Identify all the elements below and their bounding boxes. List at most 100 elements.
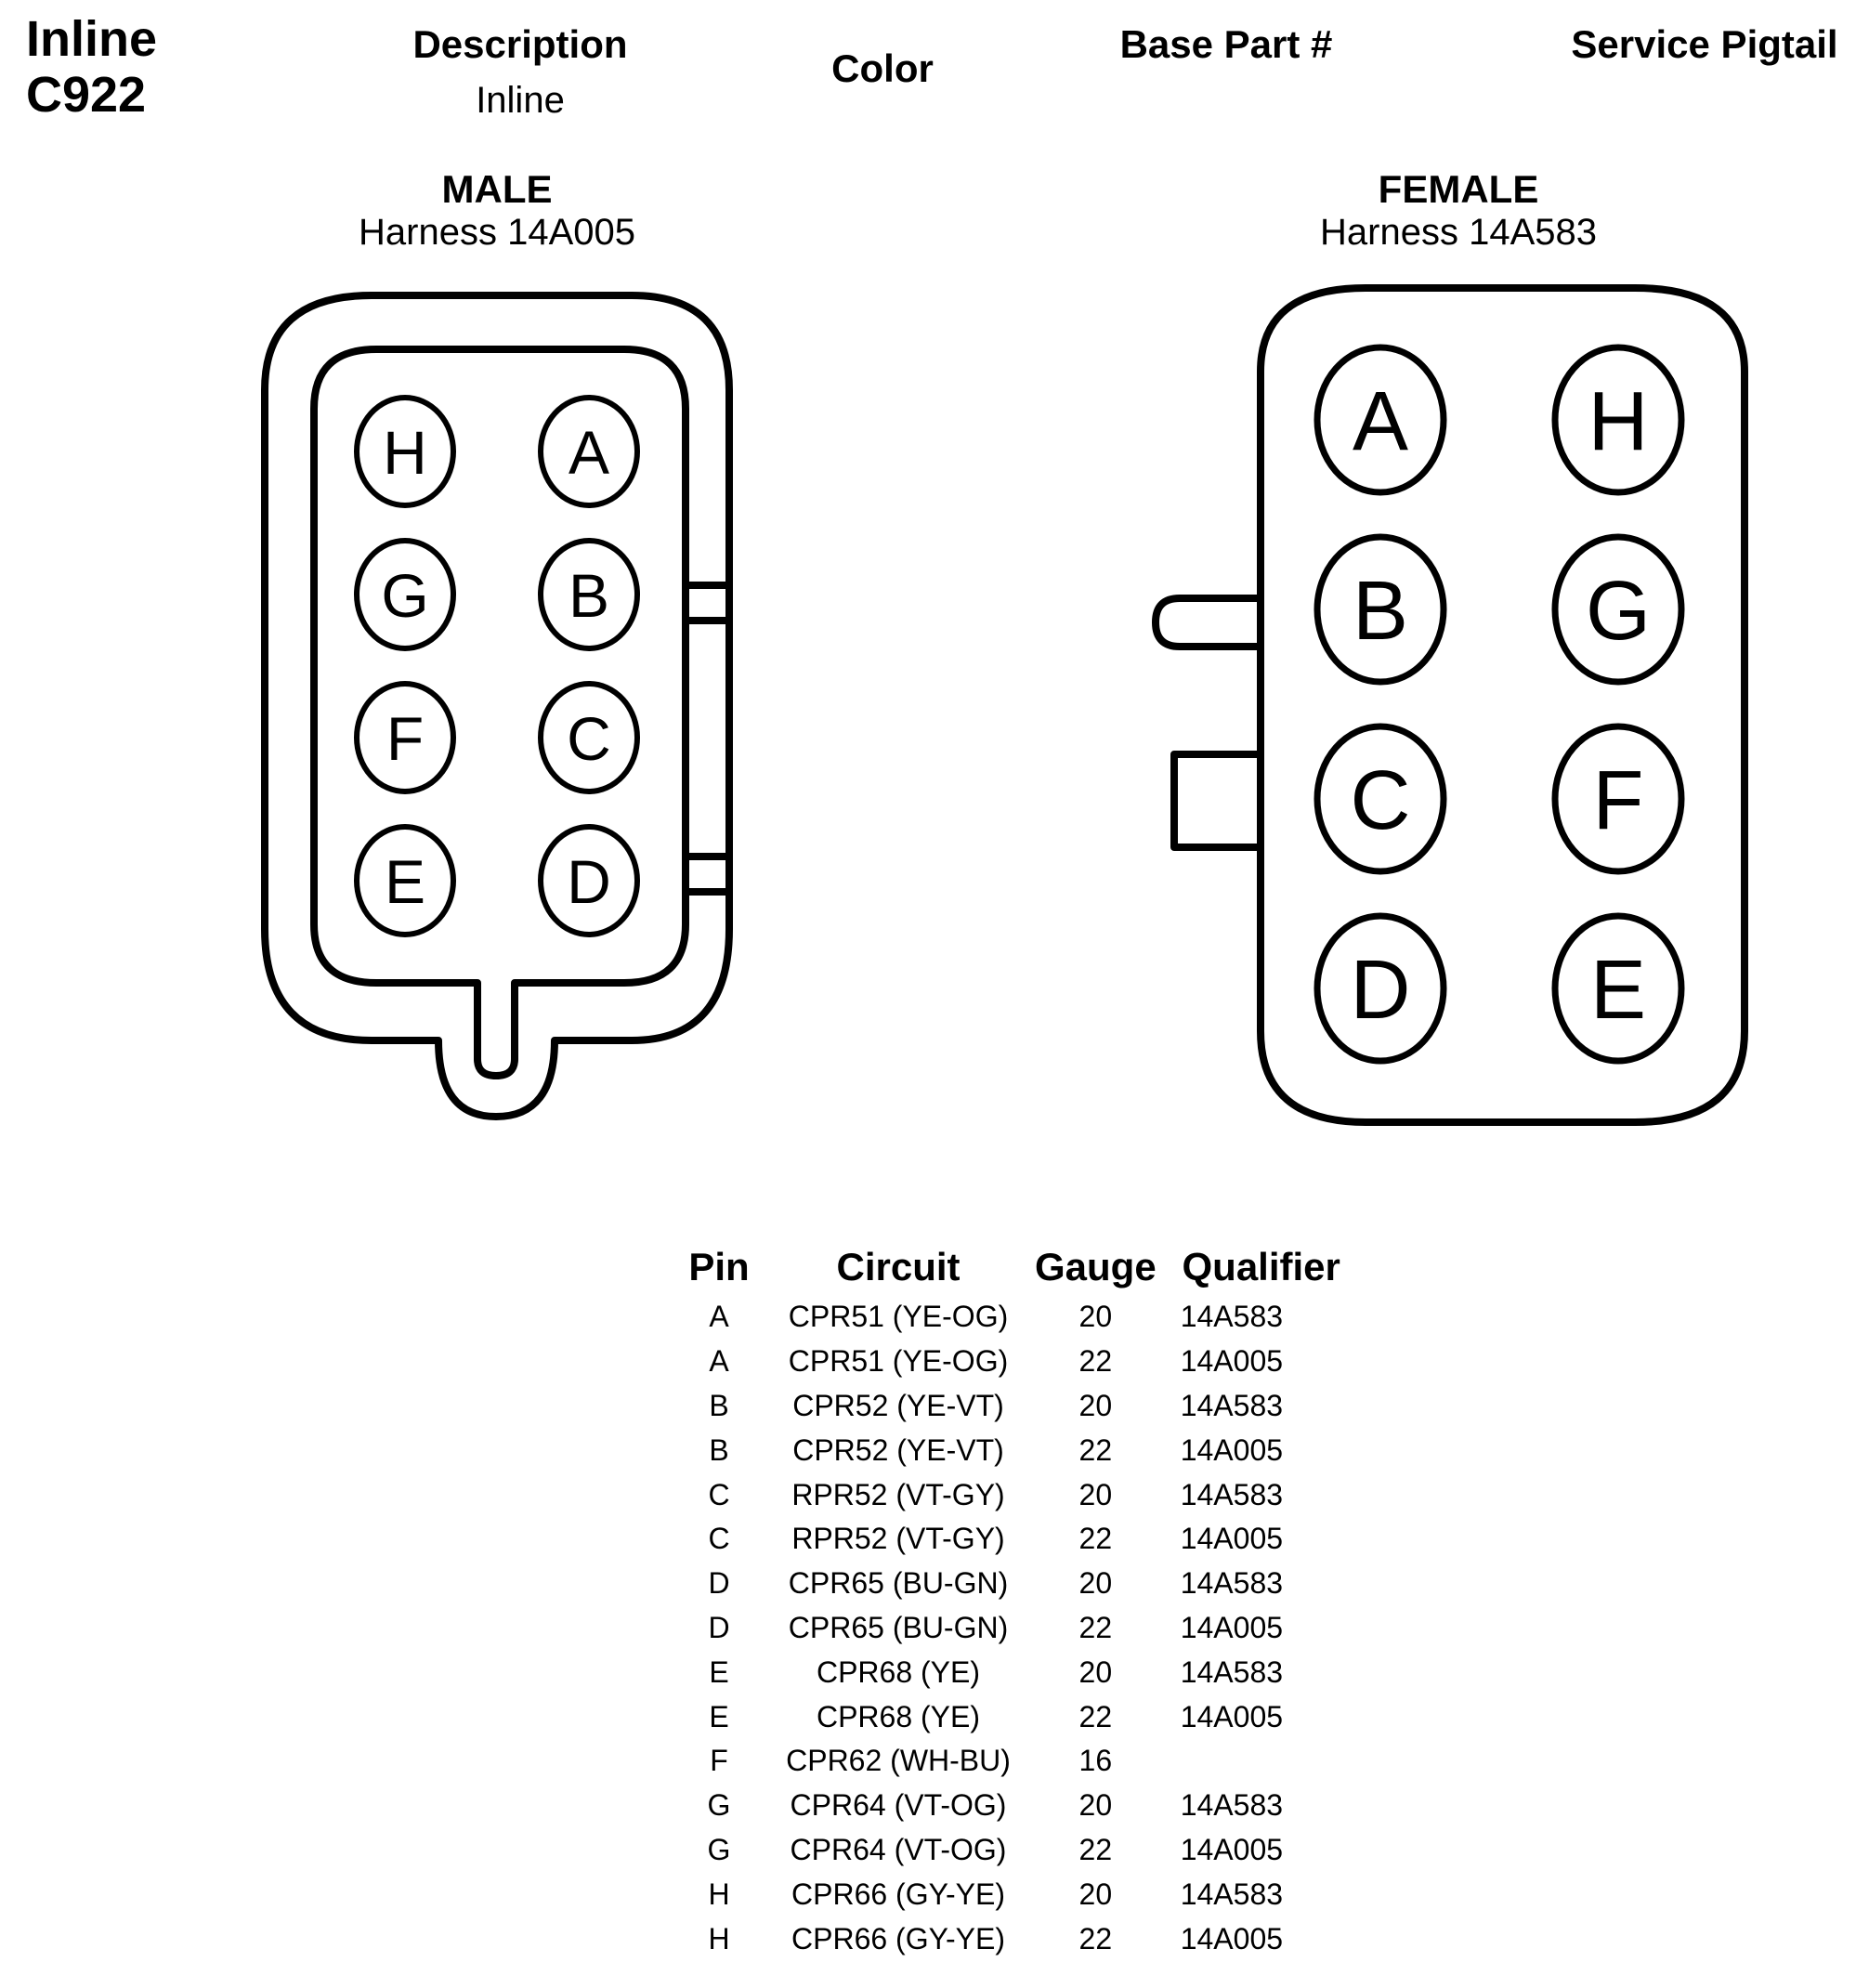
pin-cell: G <box>707 1832 731 1866</box>
gauge-cell: 22 <box>1078 1699 1113 1733</box>
male-inner-shell <box>310 346 689 1079</box>
title-line-2: C922 <box>26 67 147 123</box>
male-latch-upper <box>682 582 733 624</box>
pin-cell: D <box>708 1566 730 1601</box>
circuit-cell: RPR52 (VT-GY) <box>791 1522 1005 1556</box>
gauge-cell: 16 <box>1078 1744 1113 1778</box>
gauge-cell: 20 <box>1078 1566 1113 1601</box>
circuit-cell: CPR51 (YE-OG) <box>788 1300 1009 1334</box>
svg-text:D: D <box>567 847 611 916</box>
gauge-cell: 22 <box>1078 1610 1113 1644</box>
male-pin-A: A <box>538 395 640 508</box>
pin-cell: B <box>709 1388 729 1422</box>
svg-text:F: F <box>386 704 424 773</box>
circuit-cell: CPR52 (YE-VT) <box>792 1432 1004 1467</box>
circuit-column-header: Circuit <box>836 1245 961 1288</box>
svg-text:F: F <box>1593 754 1644 847</box>
pin-cell: C <box>708 1522 730 1556</box>
circuit-cell: CPR62 (WH-BU) <box>786 1744 1011 1778</box>
pinout-header-row: Pin Circuit Gauge Qualifier <box>669 1245 1359 1295</box>
description-value: Inline <box>476 80 565 121</box>
qualifier-cell: 14A005 <box>1180 1522 1284 1556</box>
male-pin-H: H <box>354 395 456 508</box>
svg-text:G: G <box>381 561 428 630</box>
gauge-cell: 22 <box>1078 1344 1113 1379</box>
gauge-cell: 20 <box>1078 1477 1113 1511</box>
table-row: C RPR52 (VT-GY) 22 14A005 <box>669 1517 1359 1562</box>
gauge-cell: 22 <box>1078 1522 1113 1556</box>
circuit-cell: CPR68 (YE) <box>816 1699 981 1733</box>
gauge-cell: 20 <box>1078 1654 1113 1689</box>
male-pin-G: G <box>354 538 456 651</box>
svg-text:A: A <box>1353 375 1408 468</box>
pin-cell: A <box>709 1344 729 1379</box>
qualifier-column-header: Qualifier <box>1182 1245 1340 1288</box>
connector-diagram: H A G B F C E D A H B G C F D E <box>261 284 1748 1126</box>
svg-text:B: B <box>1353 565 1408 658</box>
qualifier-cell: 14A005 <box>1180 1344 1284 1379</box>
circuit-cell: CPR65 (BU-GN) <box>788 1610 1009 1644</box>
svg-text:A: A <box>569 418 609 487</box>
female-pin-H: H <box>1551 344 1685 496</box>
female-pin-D: D <box>1314 912 1447 1065</box>
title-line-1: Inline <box>26 11 158 67</box>
pin-cell: B <box>709 1432 729 1467</box>
qualifier-cell <box>1164 1739 1359 1784</box>
female-connector <box>1152 284 1748 1126</box>
female-body <box>1257 284 1748 1126</box>
pin-cell: E <box>709 1654 729 1689</box>
qualifier-cell: 14A005 <box>1180 1832 1284 1866</box>
male-title: MALE <box>441 167 553 211</box>
qualifier-cell: 14A583 <box>1180 1388 1284 1422</box>
gauge-cell: 20 <box>1078 1300 1113 1334</box>
qualifier-cell: 14A005 <box>1180 1432 1284 1467</box>
svg-text:C: C <box>567 704 611 773</box>
male-pin-C: C <box>538 681 640 794</box>
gauge-column-header: Gauge <box>1035 1245 1157 1288</box>
female-pin-G: G <box>1551 533 1685 686</box>
description-label: Description <box>412 22 628 66</box>
male-pin-B: B <box>538 538 640 651</box>
pin-cell: C <box>708 1477 730 1511</box>
pin-column-header: Pin <box>688 1245 750 1288</box>
female-lock-block <box>1170 751 1264 851</box>
gauge-cell: 20 <box>1078 1788 1113 1823</box>
circuit-cell: RPR52 (VT-GY) <box>791 1477 1005 1511</box>
qualifier-cell: 14A583 <box>1180 1654 1284 1689</box>
female-pin-F: F <box>1551 723 1685 875</box>
svg-text:G: G <box>1586 565 1651 658</box>
pin-cell: A <box>709 1300 729 1334</box>
connector-title: Inline C922 <box>26 11 157 123</box>
female-pin-B: B <box>1314 533 1447 686</box>
svg-text:E: E <box>385 847 425 916</box>
gauge-cell: 22 <box>1078 1432 1113 1467</box>
qualifier-cell: 14A583 <box>1180 1300 1284 1334</box>
circuit-cell: CPR68 (YE) <box>816 1654 981 1689</box>
circuit-cell: CPR64 (VT-OG) <box>790 1832 1007 1866</box>
circuit-cell: CPR65 (BU-GN) <box>788 1566 1009 1601</box>
female-pin-A: A <box>1314 344 1447 496</box>
female-title: FEMALE <box>1378 167 1539 211</box>
svg-text:H: H <box>383 418 427 487</box>
pinout-table: Pin Circuit Gauge Qualifier A CPR51 (YE-O… <box>669 1245 1359 1961</box>
qualifier-cell: 14A005 <box>1180 1921 1284 1955</box>
female-pins: A H B G C F D E <box>1314 344 1685 1065</box>
table-row: A CPR51 (YE-OG) 22 14A005 <box>669 1340 1359 1384</box>
female-harness: Harness 14A583 <box>1320 212 1597 253</box>
pin-cell: E <box>709 1699 729 1733</box>
pin-cell: H <box>708 1877 730 1911</box>
table-row: B CPR52 (YE-VT) 22 14A005 <box>669 1428 1359 1472</box>
male-outer-shell <box>261 292 733 1120</box>
circuit-cell: CPR51 (YE-OG) <box>788 1344 1009 1379</box>
gauge-cell: 20 <box>1078 1877 1113 1911</box>
circuit-cell: CPR52 (YE-VT) <box>792 1388 1004 1422</box>
male-pin-D: D <box>538 824 640 937</box>
